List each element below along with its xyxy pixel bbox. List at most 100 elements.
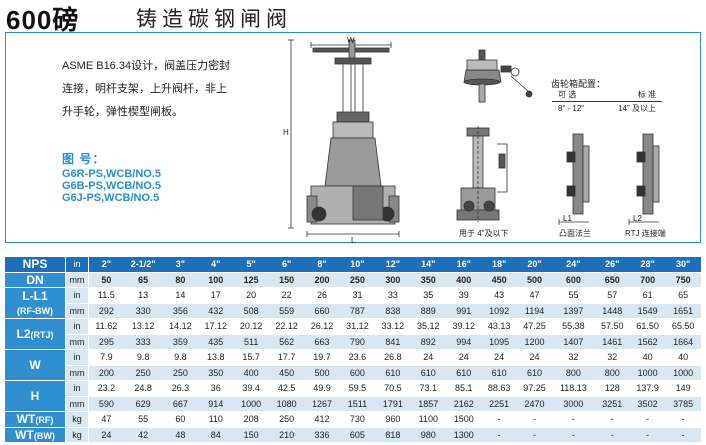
table-cell: 65: [123, 272, 163, 288]
table-cell: 960: [375, 411, 411, 428]
gear-config-title: 齿轮箱配置：: [551, 79, 606, 89]
table-cell: 14": [410, 257, 446, 273]
table-cell: 20.12: [233, 318, 269, 335]
table-cell: 750: [665, 272, 701, 288]
table-cell: 1651: [665, 303, 701, 319]
table-cell: 5": [233, 257, 269, 273]
table-cell: 9.8: [162, 349, 199, 366]
table-cell: -: [516, 411, 553, 428]
table-cell: 3251: [594, 396, 630, 412]
row-header: WT(RF): [5, 411, 66, 428]
gear-standard-label: 标 准: [637, 90, 656, 99]
table-cell: 59.5: [339, 380, 376, 397]
table-cell: 20: [233, 287, 269, 304]
table-cell: 292: [88, 303, 124, 319]
table-cell: 13.12: [123, 318, 163, 335]
table-cell: 30": [665, 257, 701, 273]
table-cell: -: [629, 427, 666, 443]
table-cell: 1549: [629, 303, 666, 319]
table-cell: 150: [233, 427, 269, 443]
table-cell: 787: [339, 303, 376, 319]
table-cell: 1664: [665, 334, 701, 350]
unit-cell: in: [65, 287, 89, 304]
rf-flange-drawing: [558, 133, 590, 225]
table-cell: 700: [629, 272, 666, 288]
description-line: ASME B16.34设计，阀盖压力密封: [62, 60, 231, 72]
gear-optional-label: 可 选: [558, 90, 577, 99]
table-cell: 12": [375, 257, 411, 273]
gear-standard-value: 14" 及以上: [618, 104, 656, 113]
table-cell: 20": [516, 257, 553, 273]
row-header: L-L1(RF-BW): [5, 287, 66, 319]
gate-valve-drawing: [288, 39, 400, 237]
table-cell: 295: [88, 334, 124, 350]
table-cell: 800: [594, 365, 630, 381]
table-cell: 57: [594, 287, 630, 304]
table-cell: 200: [304, 272, 340, 288]
table-cell: 663: [304, 334, 340, 350]
row-header-label: H: [30, 389, 40, 403]
table-cell: 42: [123, 427, 163, 443]
table-cell: 2162: [446, 396, 482, 412]
table-cell: 250: [268, 411, 305, 428]
table-cell: 55.38: [552, 318, 595, 335]
table-cell: 150: [268, 272, 305, 288]
table-cell: 559: [268, 303, 305, 319]
table-cell: 1397: [552, 303, 595, 319]
table-cell: 70.5: [375, 380, 411, 397]
table-cell: 48: [162, 427, 199, 443]
table-cell: 330: [123, 303, 163, 319]
table-cell: 610: [446, 365, 482, 381]
table-cell: 1461: [594, 334, 630, 350]
table-cell: 39.12: [446, 318, 482, 335]
table-cell: 43.13: [481, 318, 517, 335]
table-cell: 28": [629, 257, 666, 273]
gear-config-table: 可 选 标 准 8" - 12" 14" 及以上: [552, 89, 662, 114]
table-cell: 2470: [516, 396, 553, 412]
table-cell: 84: [198, 427, 234, 443]
table-cell: 24: [516, 349, 553, 366]
caption-rtj: RTJ 连接端: [625, 229, 666, 238]
table-cell: 26.8: [375, 349, 411, 366]
valve-drawing-svg: [288, 39, 660, 237]
table-cell: 24: [446, 349, 482, 366]
table-cell: 562: [268, 334, 305, 350]
table-cell: 1000: [233, 396, 269, 412]
table-cell: 100: [198, 272, 234, 288]
table-cell: 39: [446, 287, 482, 304]
table-cell: 200: [88, 365, 124, 381]
table-cell: 359: [162, 334, 199, 350]
table-cell: 24: [88, 427, 124, 443]
table-cell: 17.7: [268, 349, 305, 366]
table-cell: 33.12: [375, 318, 411, 335]
table-cell: 610: [481, 365, 517, 381]
unit-cell: in: [65, 318, 89, 335]
table-cell: 511: [233, 334, 269, 350]
table-cell: 80: [162, 272, 199, 288]
row-header-label: W: [29, 358, 41, 372]
table-cell: 1080: [268, 396, 305, 412]
table-cell: 1092: [481, 303, 517, 319]
table-cell: 336: [304, 427, 340, 443]
table-cell: 889: [410, 303, 446, 319]
unit-cell: kg: [65, 427, 89, 443]
table-cell: 610: [516, 365, 553, 381]
dim-l2-label: L2: [633, 214, 642, 223]
table-cell: 2-1/2": [123, 257, 163, 273]
row-header: WT(BW): [5, 427, 66, 443]
unit-cell: mm: [65, 396, 89, 412]
page-header: 600磅 铸造碳钢闸阀: [0, 0, 706, 35]
unit-cell: in: [65, 380, 89, 397]
caption-rf: 凸面法兰: [559, 229, 591, 238]
table-cell: 790: [339, 334, 376, 350]
table-cell: 2251: [481, 396, 517, 412]
table-cell: 128: [594, 380, 630, 397]
table-cell: 110: [198, 411, 234, 428]
table-cell: 841: [375, 334, 411, 350]
table-cell: 660: [304, 303, 340, 319]
table-cell: 356: [162, 303, 199, 319]
table-cell: 13.8: [198, 349, 234, 366]
table-cell: 1000: [629, 365, 666, 381]
